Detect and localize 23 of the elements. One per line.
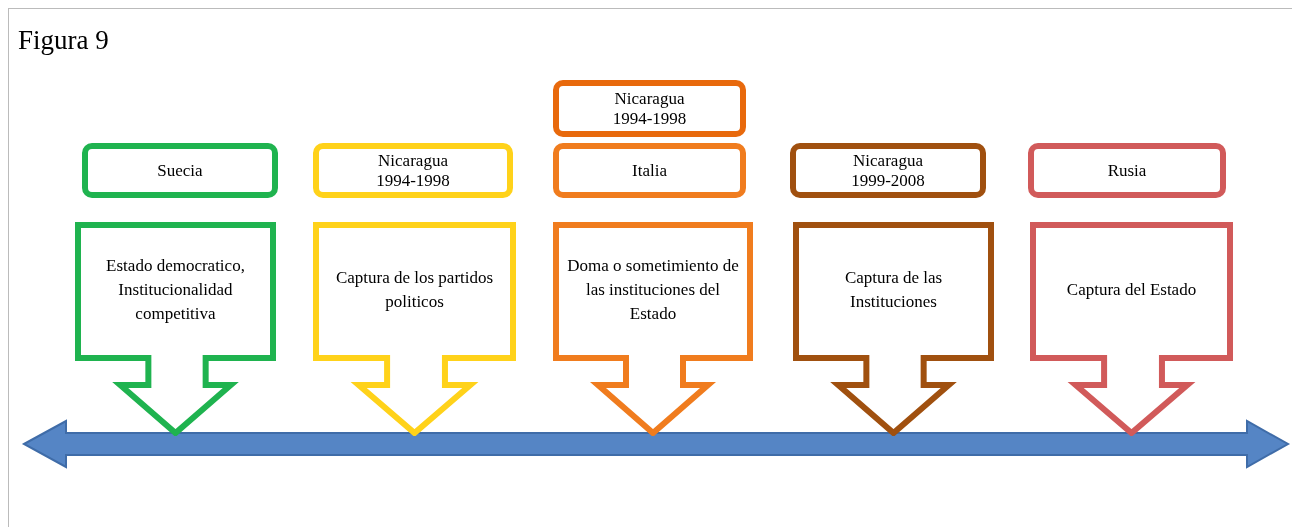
callout-arrow [793,222,994,436]
label-box [82,143,278,198]
callout-arrow [1030,222,1233,436]
node-label: Suecia [157,160,203,181]
callout-arrow [313,222,516,436]
node-label: Doma o sometimiento de las instituciones del Estado [566,255,740,325]
node-label: Nicaragua 1994-1998 [375,150,451,191]
node-label: Captura de los partidos politicos [334,267,495,313]
callout-arrow [75,222,276,436]
label-box [553,80,746,137]
label-box [553,143,746,198]
figure-title: Figura 9 [18,24,109,56]
callout-arrow [553,222,753,436]
node-label: Estado democratico, Institucionalidad competitiva [105,255,246,325]
node-label: Captura de las Instituciones [843,267,944,313]
node-label: Rusia [1107,160,1147,181]
label-box [1028,143,1226,198]
node-label: Nicaragua 1999-2008 [850,150,926,191]
node-label: Captura del Estado [1066,279,1197,301]
label-box [313,143,513,198]
node-label: Italia [632,160,667,181]
node-label: Nicaragua 1994-1998 [611,88,688,129]
label-box [790,143,986,198]
